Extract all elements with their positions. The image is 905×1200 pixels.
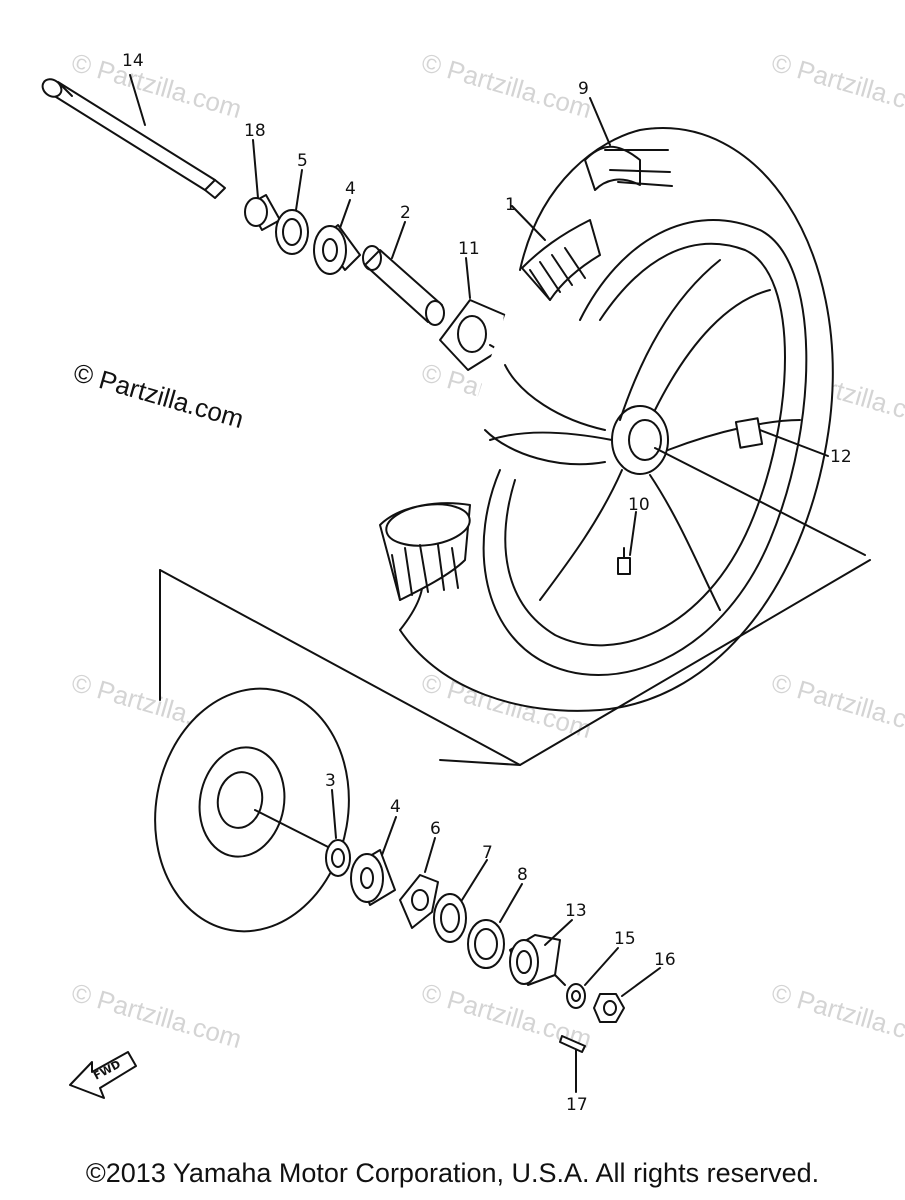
cotter-pin-part [559,1035,586,1093]
brake-disc-part [154,687,350,933]
bearing-part [313,199,361,275]
callout-4-lower: 4 [390,797,401,817]
meter-gear-housing-part [509,919,573,986]
axle-part [41,74,226,199]
callout-6: 6 [430,819,441,839]
tire-part [394,97,834,712]
gear-part [433,859,488,943]
watermark: © Partzilla.com [768,667,905,744]
watermark: © Partzilla.com [68,977,245,1054]
callout-14: 14 [122,51,144,71]
washer-part [566,947,619,1009]
callout-5: 5 [297,151,308,171]
tube-part [511,205,601,301]
oil-seal-part [275,169,309,255]
callout-8: 8 [517,865,528,885]
callout-7: 7 [482,843,493,863]
valve-part [617,511,637,575]
gear-unit-part [399,837,439,929]
callout-16: 16 [654,950,676,970]
callout-2: 2 [400,203,411,223]
tire-lower-section [379,502,471,601]
callout-9: 9 [578,79,589,99]
projection-frame [159,559,871,766]
callout-13: 13 [565,901,587,921]
collar-part [244,139,281,231]
callout-11: 11 [458,239,480,259]
watermark: © Partzilla.com [768,977,905,1054]
fwd-arrow-icon [69,1051,137,1099]
callout-17: 17 [566,1095,588,1115]
watermark: © Partzilla.com [768,47,905,124]
watermark-dark: © Partzilla.com [70,357,247,434]
callout-3: 3 [325,771,336,791]
seal-part [467,883,523,969]
cast-wheel-part [482,219,866,676]
copyright-text: ©2013 Yamaha Motor Corporation, U.S.A. A… [85,1158,820,1188]
callout-18: 18 [244,121,266,141]
callout-1: 1 [505,195,516,215]
watermark: © Partzilla.com [418,47,595,124]
callout-10: 10 [628,495,650,515]
nut-part [593,967,661,1023]
oil-seal-lower-part [325,789,351,877]
callout-4: 4 [345,179,356,199]
callout-15: 15 [614,929,636,949]
callout-numbers: 14 18 5 4 2 11 9 1 12 10 3 4 6 7 8 13 15… [122,51,852,1115]
bearing-lower-part [350,816,397,906]
spacer-part [362,221,445,326]
callout-12: 12 [830,447,852,467]
